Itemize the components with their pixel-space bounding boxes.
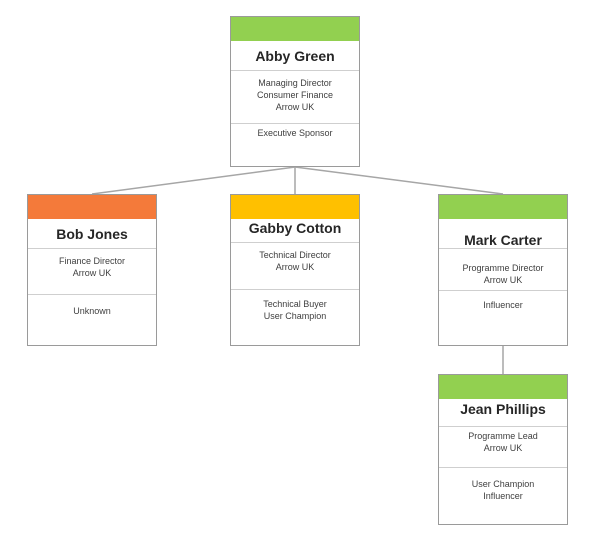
status-line: User Champion <box>471 479 535 489</box>
person-name: Gabby Cotton <box>248 220 342 236</box>
divider <box>439 426 567 427</box>
role-line: Arrow UK <box>72 268 112 278</box>
divider <box>231 242 359 243</box>
status-color-bar <box>439 375 567 399</box>
person-name: Bob Jones <box>56 226 128 242</box>
status-section: Unknown <box>32 305 152 317</box>
card-gabby-cotton: Gabby Cotton Technical Director Arrow UK… <box>230 194 360 346</box>
status-color-bar <box>439 195 567 219</box>
role-line: Consumer Finance <box>256 90 334 100</box>
divider <box>439 248 567 249</box>
status-color-bar <box>231 17 359 41</box>
role-line: Arrow UK <box>275 262 315 272</box>
divider <box>231 70 359 71</box>
role-line: Programme Lead <box>468 431 538 441</box>
card-bob-jones: Bob Jones Finance Director Arrow UK Unkn… <box>27 194 157 346</box>
status-section: User Champion Influencer <box>443 478 563 502</box>
divider <box>231 123 359 124</box>
person-name: Jean Phillips <box>460 401 546 417</box>
status-line: Technical Buyer <box>263 299 327 309</box>
status-line: Executive Sponsor <box>257 128 333 138</box>
status-section: Executive Sponsor <box>235 127 355 139</box>
role-line: Technical Director <box>259 250 331 260</box>
status-color-bar <box>231 195 359 219</box>
divider <box>231 289 359 290</box>
card-jean-phillips: Jean Phillips Programme Lead Arrow UK Us… <box>438 374 568 525</box>
person-name: Abby Green <box>255 48 335 64</box>
role-line: Managing Director <box>258 78 332 88</box>
role-section: Programme Director Arrow UK <box>443 262 563 286</box>
connector-abby-bob <box>91 166 296 195</box>
status-line: Influencer <box>483 300 523 310</box>
card-mark-carter: Mark Carter Programme Director Arrow UK … <box>438 194 568 346</box>
divider <box>28 248 156 249</box>
role-section: Managing Director Consumer Finance Arrow… <box>235 77 355 113</box>
divider <box>439 467 567 468</box>
role-section: Programme Lead Arrow UK <box>443 430 563 454</box>
role-line: Arrow UK <box>483 275 523 285</box>
status-line: Influencer <box>483 491 523 501</box>
status-section: Influencer <box>443 299 563 311</box>
role-line: Programme Director <box>462 263 544 273</box>
card-abby-green: Abby Green Managing Director Consumer Fi… <box>230 16 360 167</box>
role-line: Arrow UK <box>275 102 315 112</box>
role-line: Finance Director <box>58 256 126 266</box>
divider <box>439 290 567 291</box>
role-section: Finance Director Arrow UK <box>32 255 152 279</box>
status-line: Unknown <box>73 306 111 316</box>
status-section: Technical Buyer User Champion <box>235 298 355 322</box>
role-section: Technical Director Arrow UK <box>235 249 355 273</box>
person-name: Mark Carter <box>464 232 542 248</box>
connector-abby-mark <box>294 166 504 195</box>
role-line: Arrow UK <box>483 443 523 453</box>
status-line: User Champion <box>263 311 327 321</box>
divider <box>28 294 156 295</box>
status-color-bar <box>28 195 156 219</box>
